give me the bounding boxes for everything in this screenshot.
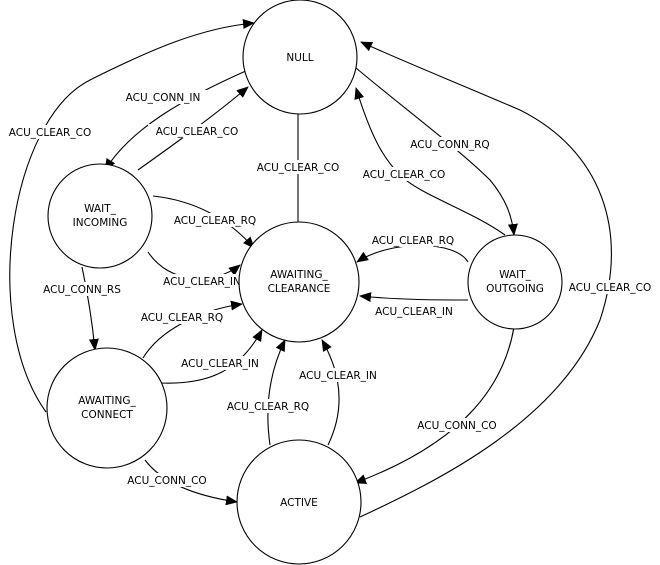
state-awaiting-connect-circle <box>46 347 168 469</box>
state-active: ACTIVE <box>236 439 362 565</box>
state-null: NULL <box>242 0 358 115</box>
state-awaiting-connect: AWAITING_ CONNECT <box>46 347 168 469</box>
edge-null-to-wait-incoming <box>104 69 249 171</box>
state-wait-incoming-label-line1: WAIT_ <box>84 203 117 215</box>
state-awaiting-connect-label-line2: CONNECT <box>81 409 133 421</box>
state-awaiting-connect-label-line1: AWAITING_ <box>78 395 136 407</box>
label-wait-outgoing-to-active: ACU_CONN_CO <box>417 420 496 432</box>
label-wait-outgoing-clear-rq: ACU_CLEAR_RQ <box>372 235 454 247</box>
label-wait-outgoing-clear-in: ACU_CLEAR_IN <box>375 306 453 318</box>
label-wait-incoming-clear-rq: ACU_CLEAR_RQ <box>174 215 256 227</box>
label-awaiting-clearance-to-null: ACU_CLEAR_CO <box>257 162 339 174</box>
label-wait-incoming-clear-in: ACU_CLEAR_IN <box>163 276 241 288</box>
state-null-circle <box>242 0 358 115</box>
label-awaiting-connect-to-null: ACU_CLEAR_CO <box>9 127 91 139</box>
state-active-circle <box>236 439 362 565</box>
label-null-to-wait-outgoing: ACU_CONN_RQ <box>410 139 489 151</box>
edge-awaiting-connect-clear-in <box>159 329 263 384</box>
edge-wait-outgoing-to-active <box>354 326 515 484</box>
label-awaiting-connect-clear-rq: ACU_CLEAR_RQ <box>141 312 223 324</box>
state-wait-outgoing-label-line1: WAIT_ <box>499 269 532 281</box>
state-awaiting-clearance-label-line1: AWAITING_ <box>270 269 328 281</box>
edge-wait-outgoing-to-null <box>354 87 506 236</box>
edge-wait-incoming-clear-rq <box>152 195 255 249</box>
edge-active-clear-rq <box>267 339 286 446</box>
edge-null-to-wait-outgoing <box>355 67 518 236</box>
state-awaiting-clearance-circle <box>238 221 360 343</box>
state-wait-outgoing: WAIT_ OUTGOING <box>467 234 563 330</box>
edge-wait-outgoing-clear-in <box>359 292 469 303</box>
state-wait-outgoing-circle <box>467 234 563 330</box>
edge-active-clear-in <box>321 339 340 446</box>
state-awaiting-clearance: AWAITING_ CLEARANCE <box>238 221 360 343</box>
label-null-to-wait-incoming: ACU_CONN_IN <box>126 92 201 104</box>
label-wait-outgoing-to-null: ACU_CLEAR_CO <box>363 169 445 181</box>
label-active-clear-rq: ACU_CLEAR_RQ <box>227 401 309 413</box>
state-wait-outgoing-label-line2: OUTGOING <box>486 283 544 295</box>
label-wait-incoming-to-null: ACU_CLEAR_CO <box>156 126 238 138</box>
label-active-clear-in: ACU_CLEAR_IN <box>299 370 377 382</box>
state-wait-incoming-circle <box>47 163 153 269</box>
edge-wait-incoming-to-awaiting-connect <box>81 266 99 351</box>
label-active-to-null: ACU_CLEAR_CO <box>569 282 651 294</box>
state-active-label: ACTIVE <box>280 497 318 509</box>
edge-labels: ACU_CONN_IN ACU_CLEAR_CO ACU_CLEAR_CO AC… <box>2 90 658 487</box>
edge-awaiting-connect-to-null <box>9 19 255 413</box>
edge-wait-outgoing-clear-rq <box>356 244 469 263</box>
state-wait-incoming-label-line2: INCOMING <box>73 217 128 229</box>
label-wait-incoming-to-awaiting-connect: ACU_CONN_RS <box>43 284 121 296</box>
label-awaiting-connect-to-active: ACU_CONN_CO <box>127 475 206 487</box>
state-wait-incoming: WAIT_ INCOMING <box>47 163 153 269</box>
state-awaiting-clearance-label-line2: CLEARANCE <box>268 283 331 295</box>
label-awaiting-connect-clear-in: ACU_CLEAR_IN <box>181 358 259 370</box>
edge-active-to-null <box>359 41 612 518</box>
state-null-label: NULL <box>286 52 313 64</box>
